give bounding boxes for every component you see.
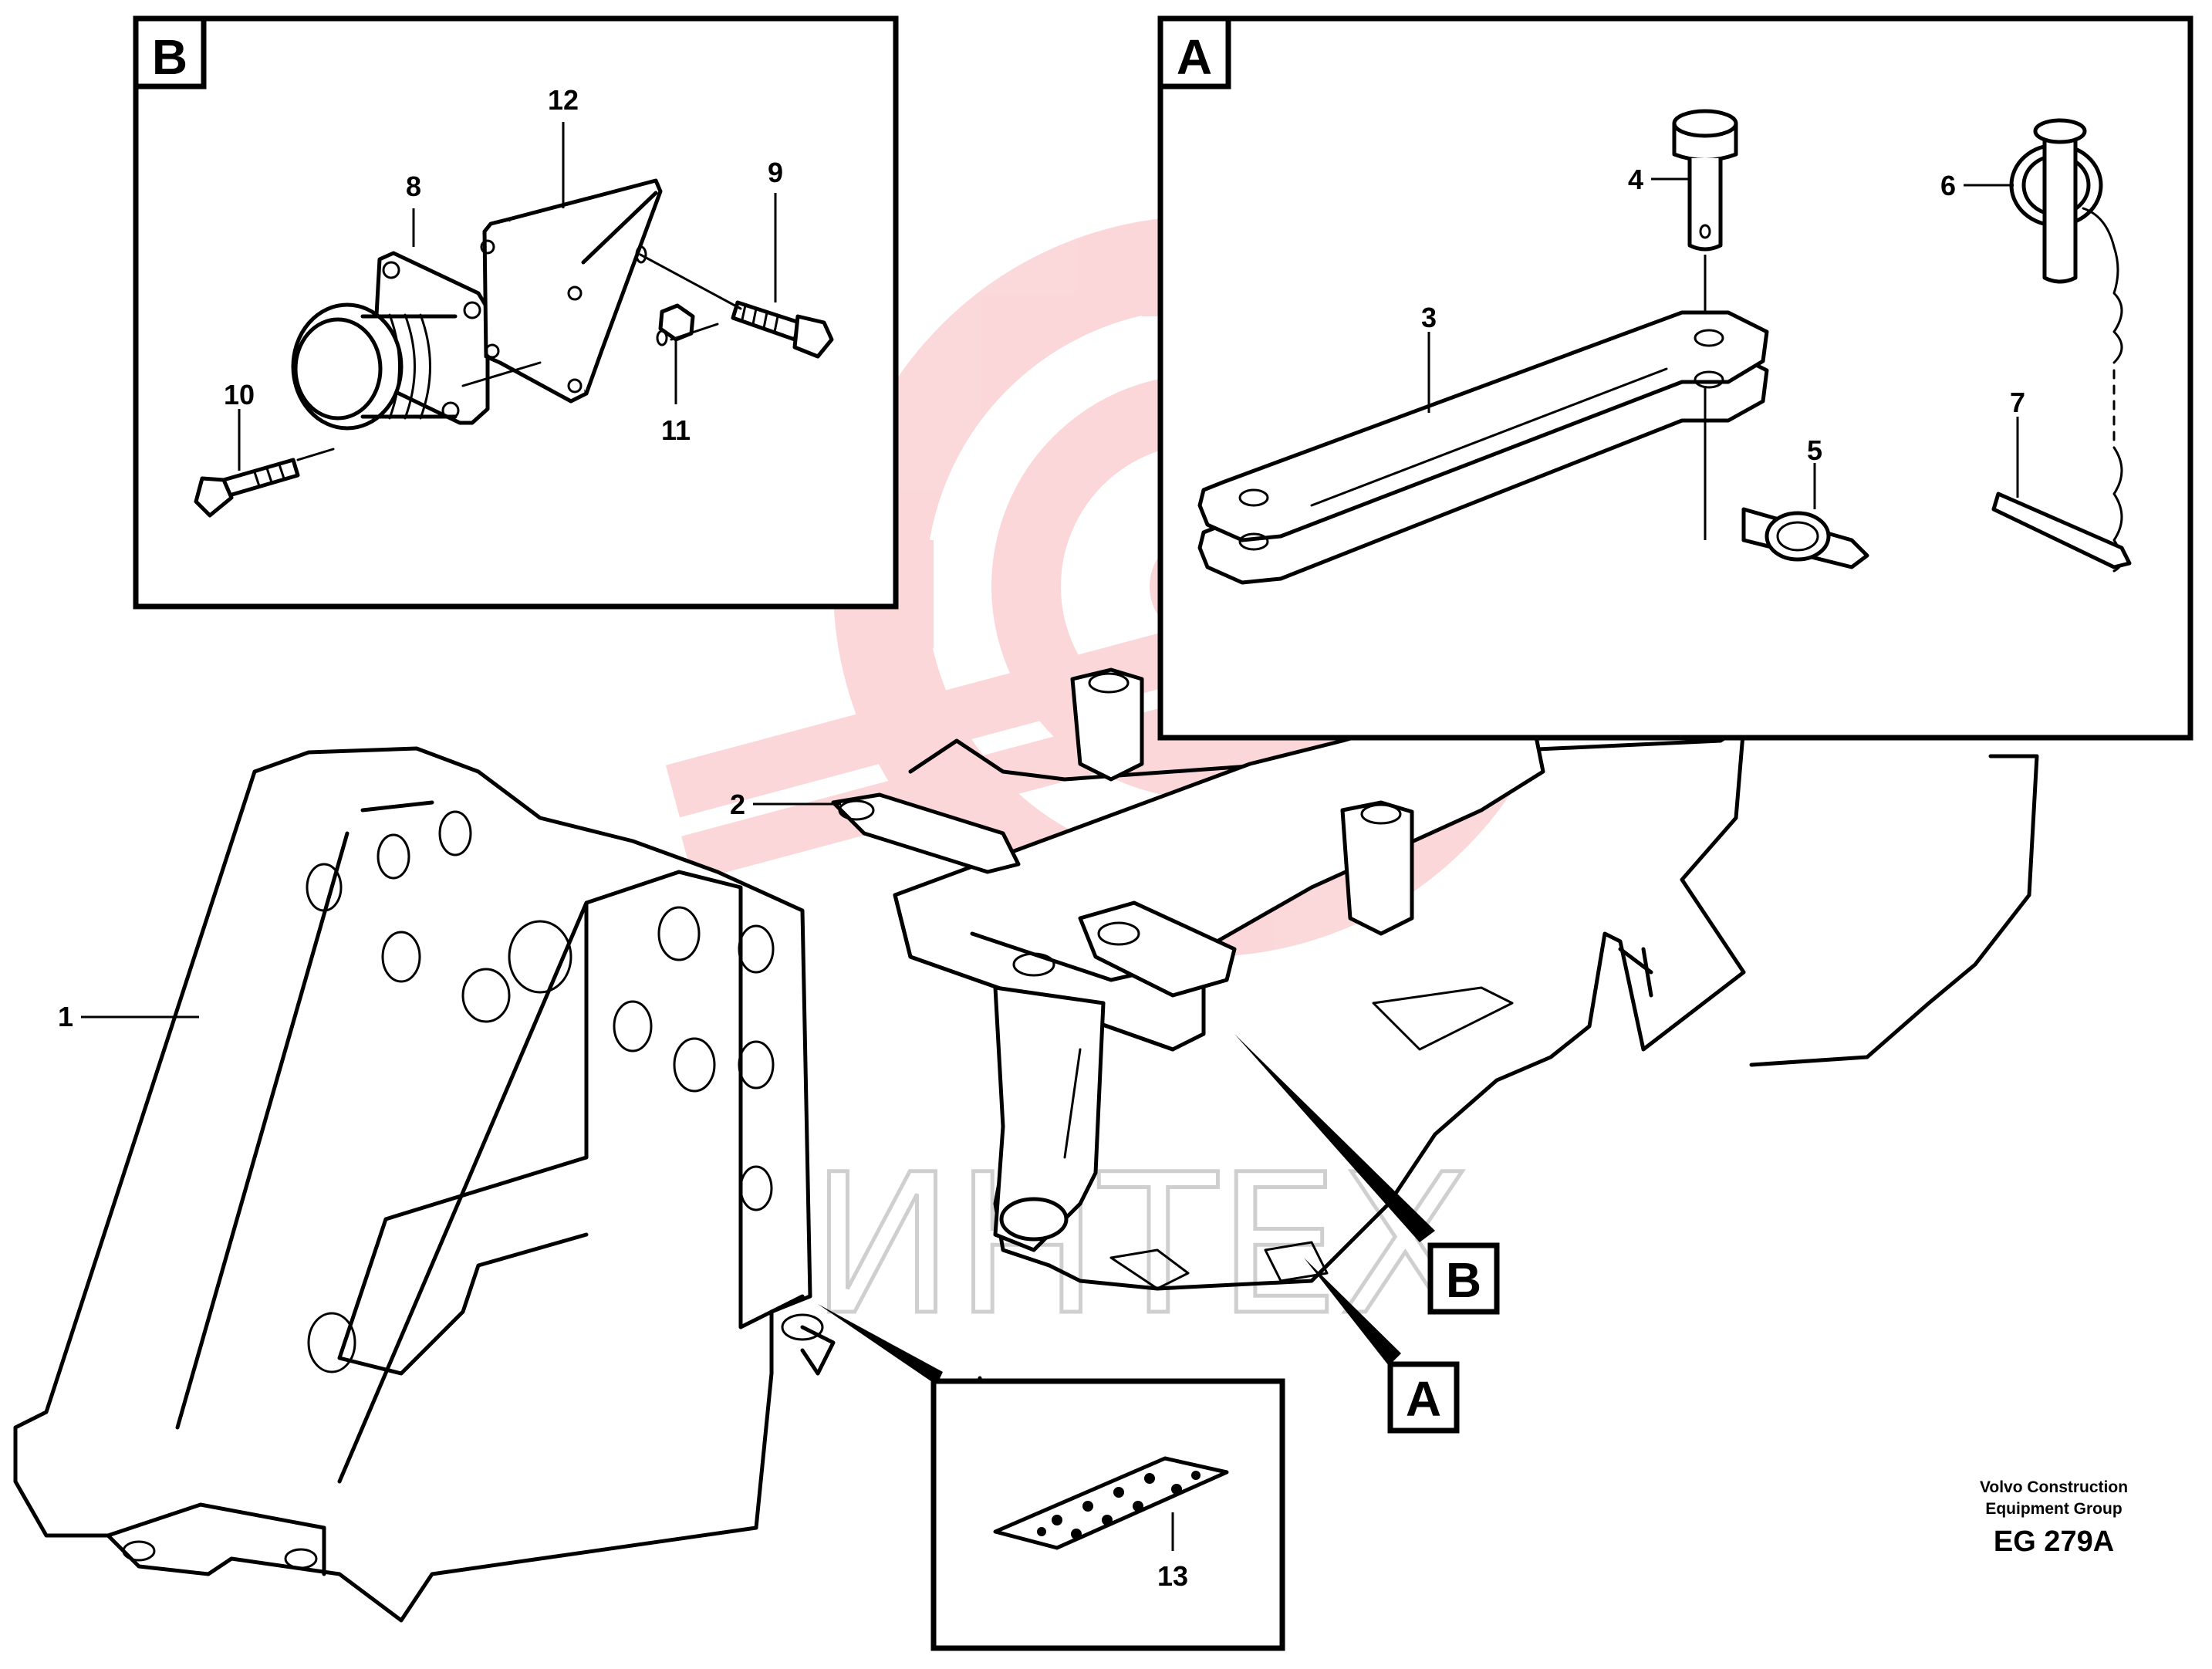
part-label-5: 5 — [1807, 434, 1822, 466]
part-label-7: 7 — [2010, 387, 2025, 418]
callout-a-label: A — [1406, 1371, 1441, 1427]
pin-part — [1672, 109, 1738, 252]
decal-box-pointer — [818, 1304, 943, 1385]
part-label-3: 3 — [1421, 302, 1437, 333]
detail-box-b: B — [133, 15, 899, 610]
part-label-9: 9 — [768, 157, 783, 188]
callout-b-pointer — [1234, 1034, 1435, 1242]
rear-frame-assembly — [13, 667, 2039, 1623]
part-label-1: 1 — [58, 1001, 73, 1032]
detail-box-a: A — [1157, 15, 2193, 741]
cotter-pin-part — [1991, 492, 2132, 569]
part-label-13: 13 — [1157, 1560, 1188, 1592]
watermark-text: ИНТЕХ — [810, 1133, 1471, 1357]
detail-box-b-label: B — [152, 29, 187, 85]
part-label-4: 4 — [1628, 164, 1643, 195]
callout-b-label: B — [1446, 1252, 1481, 1308]
decal-part — [993, 1456, 1229, 1550]
part-label-2: 2 — [730, 789, 745, 820]
bolt-part — [731, 300, 834, 359]
drawing-code: EG 279A — [1994, 1525, 2114, 1558]
part-label-11: 11 — [661, 414, 691, 446]
part-label-12: 12 — [548, 84, 579, 116]
company-line-1: Volvo Construction — [1980, 1478, 2128, 1496]
callout-a: A — [1387, 1361, 1460, 1434]
part-label-8: 8 — [406, 171, 421, 202]
bracket-part — [480, 178, 663, 404]
part-label-10: 10 — [224, 379, 255, 410]
callout-a-pointer — [1304, 1258, 1401, 1366]
flange-adapter-part — [291, 251, 490, 431]
cap-screw-part — [194, 458, 300, 518]
detail-box-a-label: A — [1177, 29, 1212, 85]
callout-b: B — [1427, 1242, 1500, 1315]
decal-detail-box: 13 — [930, 1378, 1285, 1651]
lock-pin-part — [2009, 118, 2123, 573]
link-part — [1197, 310, 1769, 585]
part-label-6: 6 — [1940, 170, 1956, 201]
front-frame-part — [13, 746, 836, 1623]
company-line-2: Equipment Group — [1985, 1500, 2122, 1518]
lynch-pin-part — [1741, 507, 1869, 569]
